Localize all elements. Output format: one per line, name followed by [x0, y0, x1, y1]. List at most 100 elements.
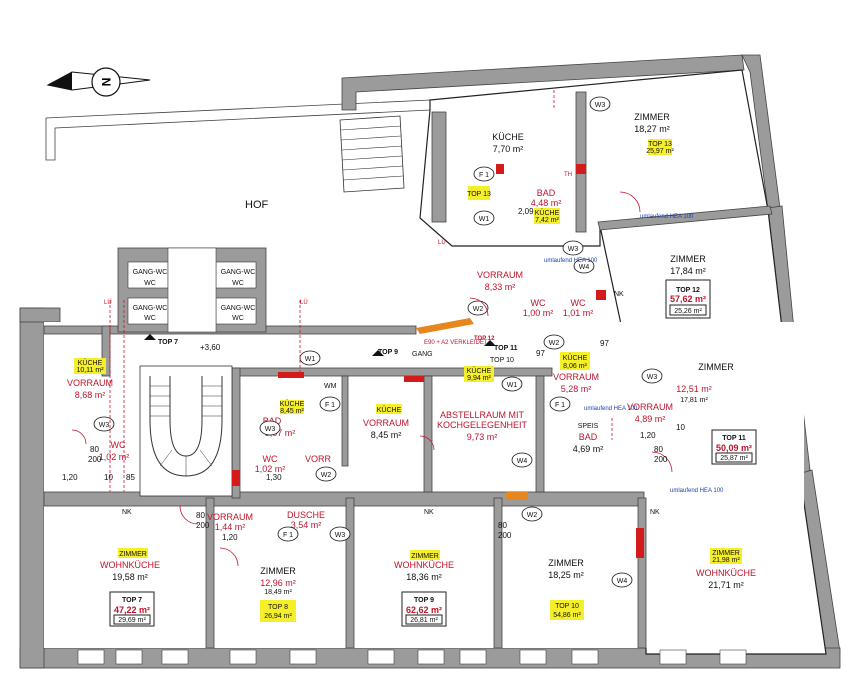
top12-area: 57,62 m²	[670, 294, 706, 304]
note-lue-1: LÜ	[104, 299, 112, 306]
north-arrow: N	[46, 67, 151, 97]
unit-tag-top11: TOP 11	[494, 345, 518, 352]
marker-w1-c: W1	[501, 376, 523, 392]
svg-text:W2: W2	[473, 306, 484, 313]
svg-text:F 1: F 1	[555, 402, 565, 409]
unit-tag-top13: TOP 13	[467, 191, 491, 198]
room-zimmer13-tag-area: 25,97 m²	[646, 148, 674, 155]
room-wohnkueche7-area: 19,58 m²	[112, 572, 148, 582]
svg-text:200: 200	[196, 521, 210, 530]
svg-text:W1: W1	[305, 356, 316, 363]
top9-label: TOP 9	[414, 597, 434, 604]
top8-badge: TOP 8 26,94 m²	[260, 600, 296, 622]
room-kueche11-area: 8,06 m²	[563, 363, 587, 370]
room-wc7-name: WC	[111, 440, 126, 450]
room-zimmer12-name: ZIMMER	[670, 254, 706, 264]
room-wohnkueche7-name2: WOHNKÜCHE	[100, 560, 160, 570]
note-nk-2: NK	[424, 509, 434, 516]
svg-text:10: 10	[676, 423, 685, 432]
room-dusche8-name: DUSCHE	[287, 510, 325, 520]
room-vorr8-name: VORR	[305, 454, 332, 464]
staircase	[139, 365, 233, 497]
room-vorraum11-name: VORRAUM	[553, 372, 599, 382]
svg-text:W2: W2	[321, 472, 332, 479]
room-kueche7-name: KÜCHE	[78, 359, 103, 367]
svg-text:F 1: F 1	[283, 532, 293, 539]
top8-sub: 26,94 m²	[264, 613, 292, 620]
marker-w3-a: W3	[589, 96, 611, 112]
marker-w3-f: W3	[329, 526, 351, 542]
svg-text:1,20: 1,20	[640, 431, 656, 440]
room-abstell-kitchen-area: 9,94 m²	[467, 375, 491, 382]
svg-text:1,30: 1,30	[266, 473, 282, 482]
room-zimmer10-area: 18,25 m²	[548, 570, 584, 580]
corridor-label: GANG	[412, 351, 433, 358]
room-bad13-area: 4,48 m²	[531, 198, 562, 208]
top11-label: TOP 11	[722, 435, 746, 442]
note-th-1: TH	[564, 172, 572, 178]
gang-wc-label-1: GANG-WC	[133, 269, 168, 276]
marker-w3-e: W3	[259, 420, 281, 436]
gang-wc-label-3: GANG-WC	[221, 269, 256, 276]
marker-w2-d: W2	[521, 506, 543, 522]
marker-w1-b: W1	[299, 350, 321, 366]
note-lue-3: LÜ	[438, 239, 446, 246]
svg-text:W4: W4	[617, 578, 628, 585]
svg-text:W2: W2	[527, 512, 538, 519]
room-kueche11-name: KÜCHE	[563, 354, 588, 362]
wall-markers: W3 F 1 W1 W3 W4 W2 W2 W1 W1 W3 F 1 F 1 W…	[93, 96, 663, 588]
height-mark: +3,60	[200, 343, 221, 352]
unit-tag-top12: TOP 12	[474, 336, 495, 342]
room-wc12-area: 1,00 m²	[523, 308, 554, 318]
marker-w4-a: W4	[573, 258, 595, 274]
room-zimmer8-area: 12,96 m²	[260, 578, 296, 588]
marker-w3-b: W3	[562, 240, 584, 256]
svg-text:W3: W3	[595, 102, 606, 109]
note-lue-2: LÜ	[300, 299, 308, 306]
room-zimmer13-area: 18,27 m²	[634, 124, 670, 134]
room-bad11-name: BAD	[579, 432, 598, 442]
room-bad8-area: 5,07 m²	[265, 428, 296, 438]
marker-w4-c: W4	[611, 572, 633, 588]
room-zimmer11-area2: 17,81 m²	[680, 397, 708, 404]
top8-label: TOP 8	[268, 604, 288, 611]
room-wc7-area: 1,02 m²	[99, 452, 130, 462]
room-zimmer12-area: 17,84 m²	[670, 266, 706, 276]
room-kueche8-area: 8,45 m²	[280, 408, 304, 415]
svg-text:W3: W3	[647, 374, 658, 381]
svg-text:WC: WC	[144, 315, 156, 322]
marker-f1-b: F 1	[319, 396, 341, 412]
marker-w3-d: W3	[93, 416, 115, 432]
room-wohnkueche7-name: ZIMMER	[119, 551, 147, 558]
room-zimmer13-tag: TOP 13	[648, 141, 672, 148]
svg-text:WC: WC	[571, 298, 586, 308]
note-nk-3: NK	[650, 509, 660, 516]
svg-text:WC: WC	[232, 280, 244, 287]
svg-text:F 1: F 1	[325, 402, 335, 409]
svg-text:W3: W3	[568, 246, 579, 253]
room-bad13-name: BAD	[537, 188, 556, 198]
marker-w2-b: W2	[543, 334, 565, 350]
courtyard-label: HOF	[245, 199, 269, 211]
room-kueche7-area: 10,11 m²	[76, 367, 104, 374]
marker-w2-c: W2	[315, 466, 337, 482]
unit-tag-top7: TOP 7	[158, 339, 178, 346]
svg-text:W4: W4	[579, 264, 590, 271]
top7-sub: 29,69 m²	[118, 617, 146, 624]
room-vorraum12-name: VORRAUM	[477, 270, 523, 280]
gang-wc-label-2: GANG-WC	[133, 305, 168, 312]
room-zimmer13-name: ZIMMER	[634, 112, 670, 122]
room-zimmer11-name: ZIMMER	[698, 362, 734, 372]
doors	[71, 191, 673, 567]
courtyard-steps	[339, 115, 405, 193]
marker-w3-c: W3	[641, 368, 663, 384]
top10-label: TOP 10	[555, 603, 579, 610]
top10-badge: TOP 10 54,86 m²	[550, 600, 584, 620]
room-vorraum11b-area: 4,89 m²	[635, 414, 666, 424]
marker-w1-a: W1	[473, 210, 495, 226]
svg-text:200: 200	[498, 531, 512, 540]
svg-text:2,09: 2,09	[518, 207, 534, 216]
room-vorraum9-name: VORRAUM	[363, 418, 409, 428]
room-vorraum11b-name: VORRAUM	[627, 402, 673, 412]
top12-badge: TOP 12 57,62 m² 25,26 m²	[665, 279, 711, 319]
